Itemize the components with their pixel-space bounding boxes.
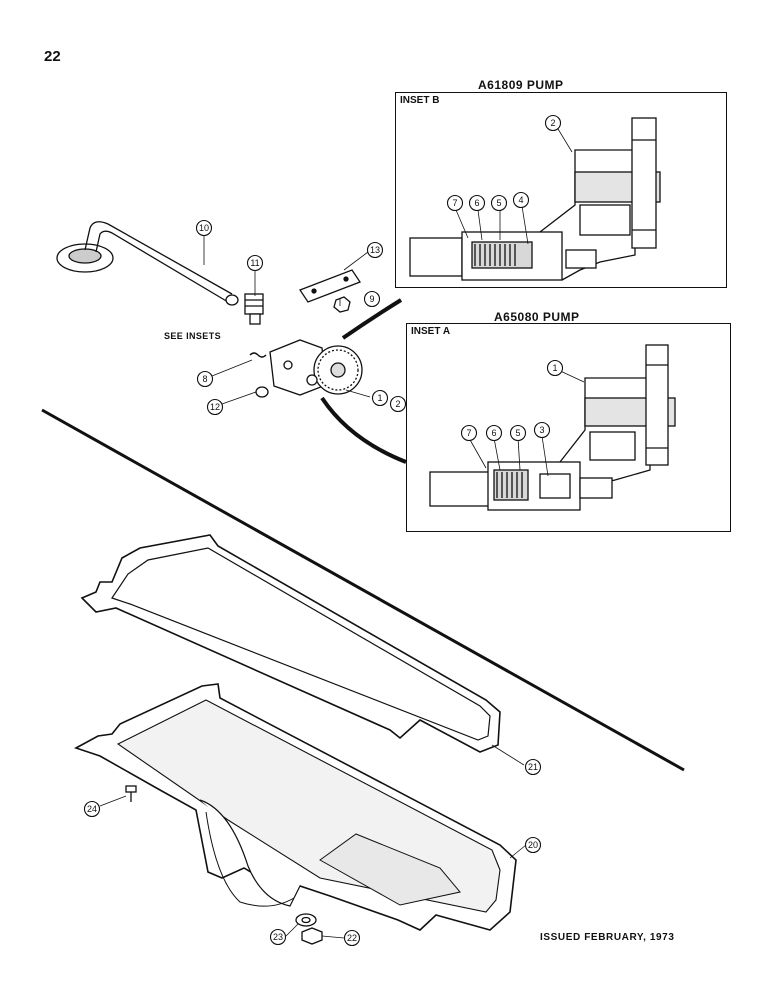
inset-a-callout-5-label: 5 [515,428,520,438]
inset-a-pump-section [429,344,676,511]
callout-22: 22 [343,929,361,947]
callout-1-label: 1 [377,393,382,403]
inset-b-title: A61809 PUMP [478,78,564,92]
callout-2-label: 2 [395,399,400,409]
callout-22-label: 22 [347,933,357,943]
inset-a-callout-7: 7 [460,424,478,442]
callout-20: 20 [524,836,542,854]
inset-a-callout-3-label: 3 [539,425,544,435]
callout-20-label: 20 [528,840,538,850]
callout-8: 8 [196,370,214,388]
inset-b-callout-6: 6 [468,194,486,212]
callout-24-label: 24 [87,804,97,814]
nut [333,296,351,313]
tube-fitting [244,293,264,325]
oil-pan [74,683,517,931]
inset-a-callout-5: 5 [509,424,527,442]
callout-23-label: 23 [273,932,283,942]
inset-a-pointer-arc [320,396,407,464]
callout-11-label: 11 [250,258,259,268]
page-number: 22 [44,48,61,65]
see-insets-note: SEE INSETS [164,331,222,341]
callout-11: 11 [246,254,264,272]
callout-21: 21 [524,758,542,776]
drain-washer [295,913,317,927]
inset-b-callout-2-label: 2 [550,118,555,128]
callout-1: 1 [371,389,389,407]
pan-bolt [125,785,137,802]
section-divider-line [41,408,685,772]
callout-23: 23 [269,928,287,946]
oil-pan-gasket [80,534,501,753]
callout-13-label: 13 [370,245,380,255]
inset-a-callout-6: 6 [485,424,503,442]
callout-9: 9 [363,290,381,308]
inset-a-title: A65080 PUMP [494,310,580,324]
inset-b-callout-4-label: 4 [518,195,523,205]
inset-a-callout-1: 1 [546,359,564,377]
inset-b-label: INSET B [400,95,440,106]
callout-9-label: 9 [369,294,374,304]
callout-24: 24 [83,800,101,818]
callout-10-label: 10 [199,223,209,233]
callout-12-label: 12 [210,402,220,412]
relief-spring [249,352,267,358]
inset-b-pointer-arc [341,298,403,340]
inset-b-callout-4: 4 [512,191,530,209]
oil-pump-assembly [269,339,363,396]
inset-a-callout-3: 3 [533,421,551,439]
cover-plate [299,269,361,303]
o-ring [255,386,269,398]
inset-a-callout-6-label: 6 [491,428,496,438]
drain-plug [301,927,323,945]
inset-b-callout-5: 5 [490,194,508,212]
callout-10: 10 [195,219,213,237]
callout-21-label: 21 [528,762,538,772]
callout-2: 2 [389,395,407,413]
inset-b-callout-7-label: 7 [452,198,457,208]
callout-13: 13 [366,241,384,259]
issued-date: ISSUED FEBRUARY, 1973 [540,932,675,943]
inset-b-pump-section [409,117,661,281]
oil-pickup-tube [56,221,239,306]
inset-a-callout-7-label: 7 [466,428,471,438]
inset-b-callout-2: 2 [544,114,562,132]
callout-12: 12 [206,398,224,416]
inset-a-callout-1-label: 1 [552,363,557,373]
inset-b-callout-6-label: 6 [474,198,479,208]
inset-b-callout-7: 7 [446,194,464,212]
inset-a-label: INSET A [411,326,451,337]
callout-8-label: 8 [202,374,207,384]
inset-b-callout-5-label: 5 [496,198,501,208]
